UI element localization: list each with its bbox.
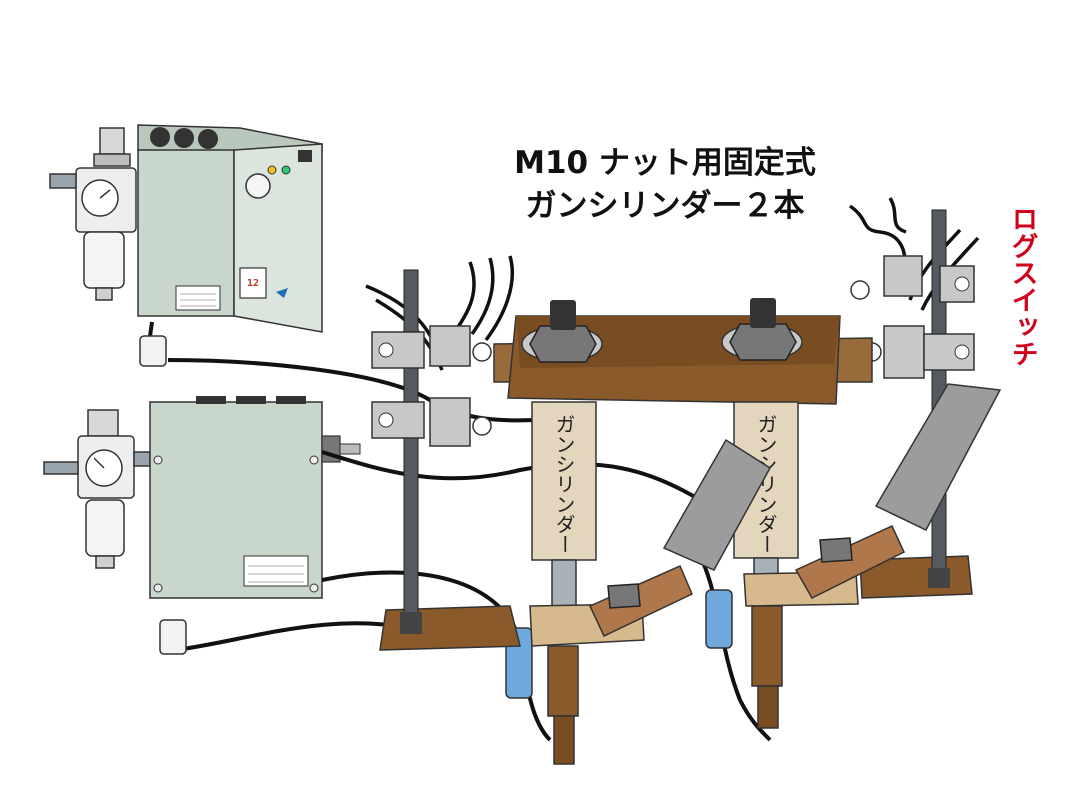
m10-nut-left xyxy=(521,300,603,363)
log-switch-label: ログスイッチ xyxy=(1007,205,1038,367)
electrode-holder-right xyxy=(743,525,905,729)
key-icon xyxy=(339,443,361,455)
gun-cylinder-left-label: ガンシリンダー xyxy=(552,414,576,554)
gun-cylinder-left: ガンシリンダー xyxy=(531,401,597,611)
counter-display xyxy=(239,267,267,299)
log-switch-label-text: ログスイッチ xyxy=(1007,205,1038,367)
dial-knob-icon xyxy=(245,173,271,199)
filter-regulator-bottom xyxy=(43,409,151,569)
m10-nut-right xyxy=(721,298,803,361)
filter-regulator-top xyxy=(49,127,137,301)
power-switch-icon xyxy=(298,150,312,162)
brand-logo-icon xyxy=(276,288,288,298)
title-line-1: M10 ナット用固定式 xyxy=(514,145,816,181)
counter-display-value: 12 xyxy=(247,278,259,289)
welding-controller: 12 xyxy=(137,124,323,333)
elbow-fittings xyxy=(139,335,187,655)
cable-sleeves xyxy=(662,383,1002,571)
solenoid-valve-box xyxy=(149,396,361,599)
electrode-holder-left xyxy=(529,565,693,765)
title-line-2: ガンシリンダー２本 xyxy=(526,188,805,224)
